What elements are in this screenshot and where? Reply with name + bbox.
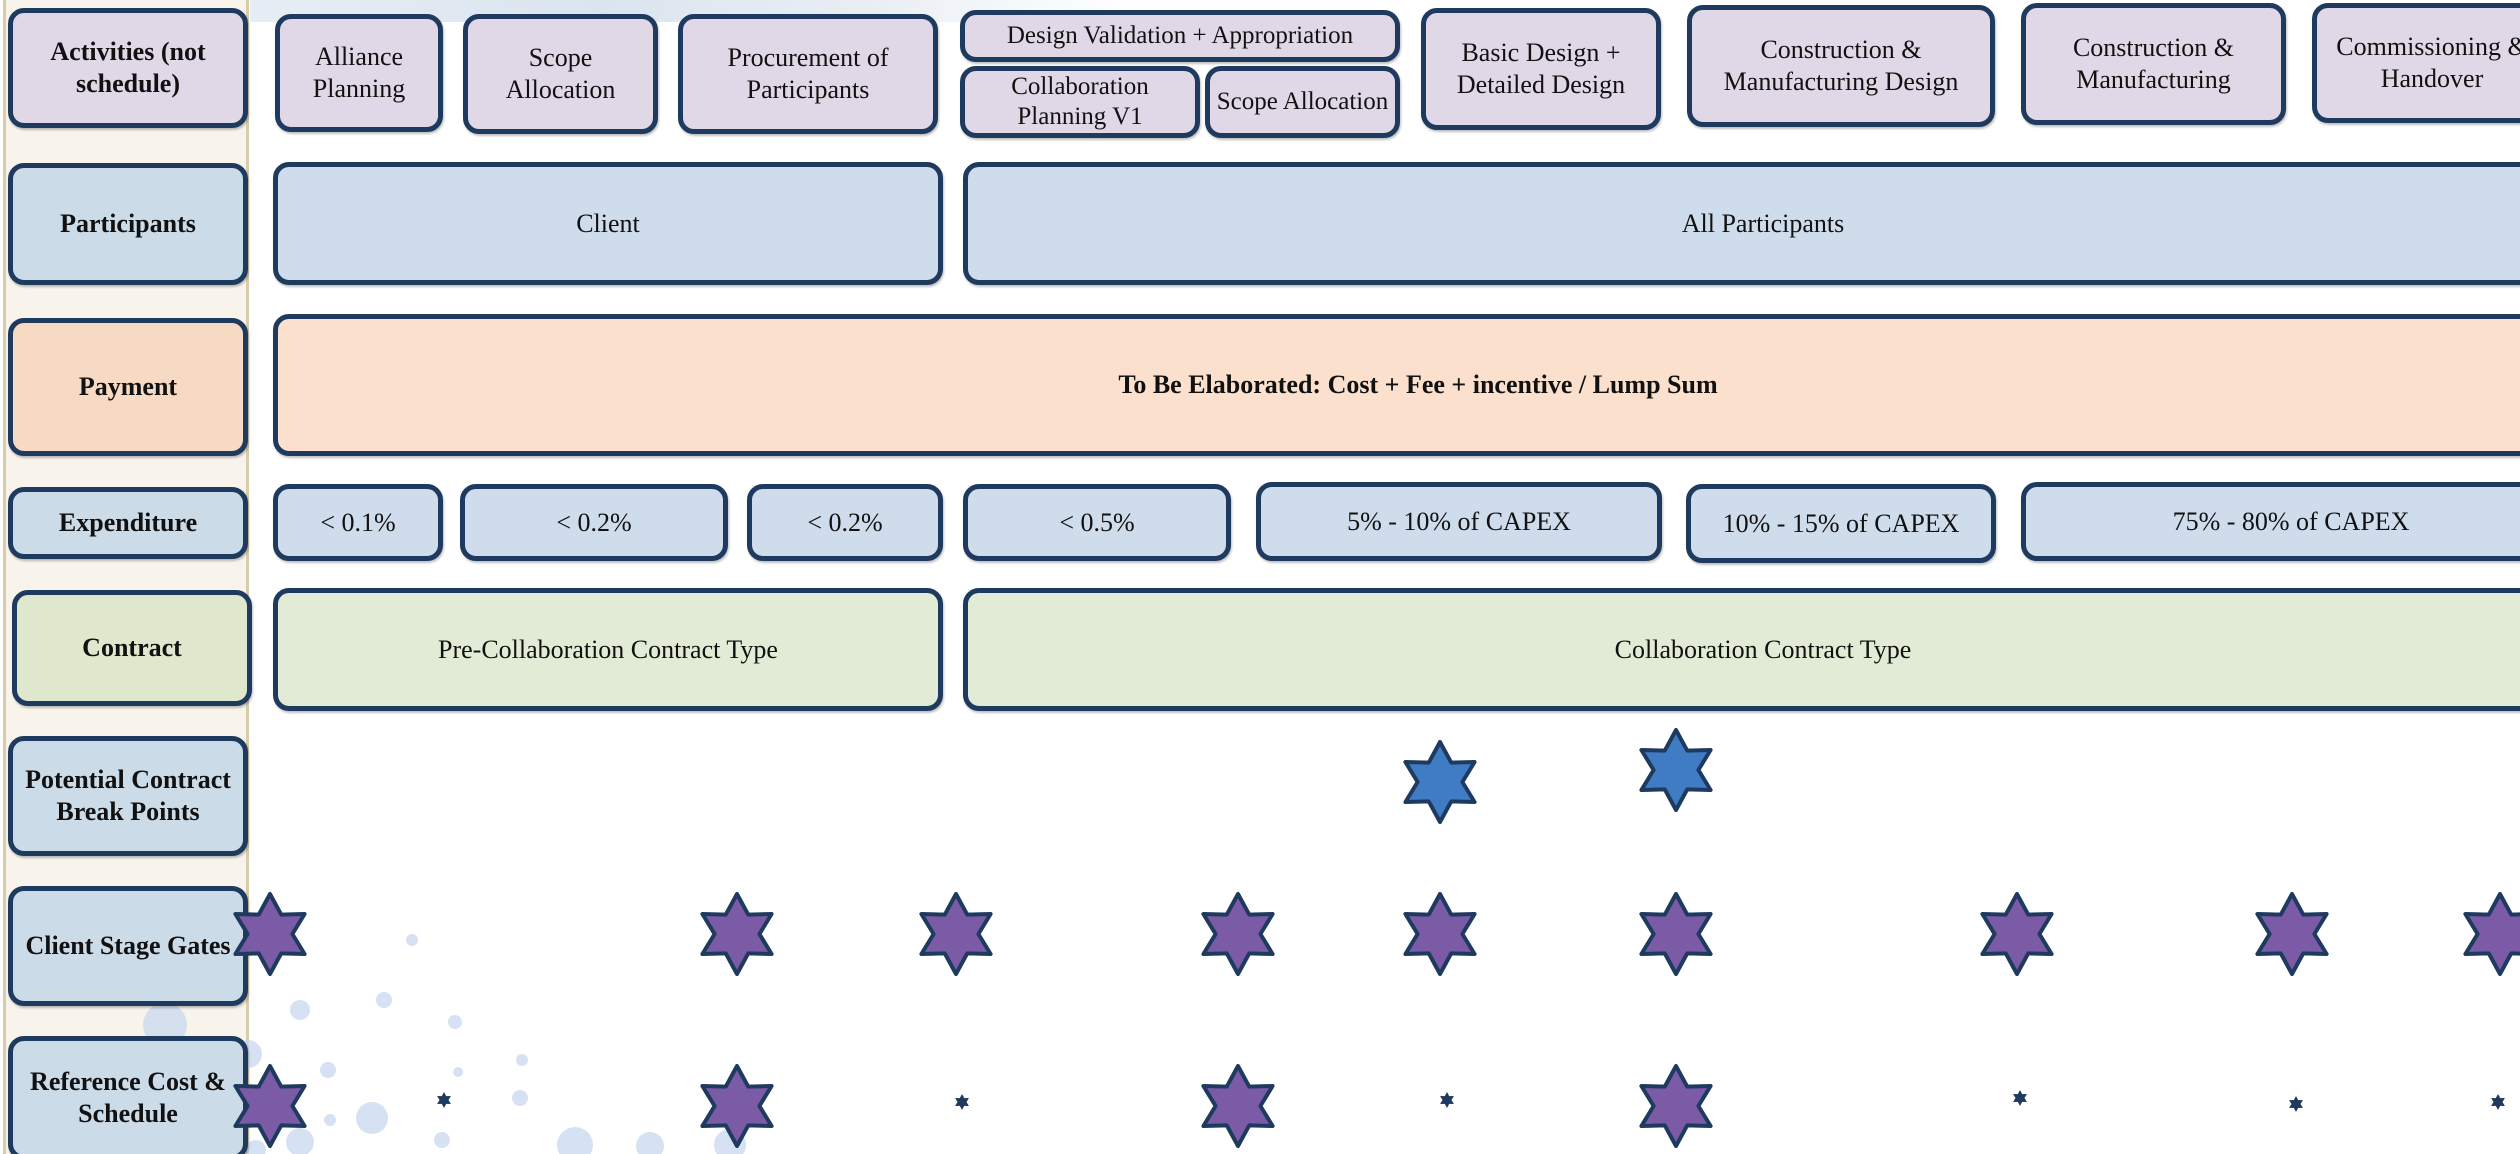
- row-label-break-points: Potential Contract Break Points: [8, 736, 248, 856]
- row-label-reference: Reference Cost & Schedule: [8, 1036, 248, 1154]
- row-label-activities: Activities (not schedule): [8, 8, 248, 128]
- reference-star: [1201, 1064, 1275, 1148]
- decorative-bubble: [286, 1128, 314, 1154]
- reference-star: [233, 1064, 307, 1148]
- reference-dot: [1440, 1092, 1454, 1108]
- expenditure-alliance: < 0.1%: [273, 484, 443, 561]
- decorative-bubble: [356, 1102, 388, 1134]
- activity-procurement: Procurement of Participants: [678, 14, 938, 134]
- decorative-bubble: [290, 1000, 310, 1020]
- decorative-bubble: [636, 1132, 664, 1154]
- decorative-bubble: [320, 1062, 336, 1078]
- payment-terms: To Be Elaborated: Cost + Fee + incentive…: [273, 314, 2520, 456]
- reference-dot: [2491, 1094, 2505, 1110]
- stage-gate-star: [1201, 892, 1275, 976]
- reference-dot: [2013, 1090, 2027, 1106]
- expenditure-scope: < 0.2%: [460, 484, 728, 561]
- reference-dot: [955, 1094, 969, 1110]
- activity-construction-design: Construction & Manufacturing Design: [1687, 5, 1995, 127]
- decorative-bubble: [406, 934, 418, 946]
- expenditure-design-validation: < 0.5%: [963, 484, 1231, 561]
- stage-gate-star: [1980, 892, 2054, 976]
- activity-basic-design: Basic Design + Detailed Design: [1421, 8, 1661, 130]
- activity-scope-allocation: Scope Allocation: [463, 14, 658, 134]
- contract-pre-collaboration: Pre-Collaboration Contract Type: [273, 588, 943, 711]
- expenditure-basic-design: 5% - 10% of CAPEX: [1256, 482, 1662, 561]
- break-point-star: [1639, 728, 1713, 812]
- row-label-payment: Payment: [8, 318, 248, 456]
- expenditure-construction: 75% - 80% of CAPEX: [2021, 482, 2520, 561]
- stage-gate-star: [1639, 892, 1713, 976]
- stage-gate-star: [2255, 892, 2329, 976]
- expenditure-construction-design: 10% - 15% of CAPEX: [1686, 484, 1996, 563]
- activity-alliance-planning: Alliance Planning: [275, 14, 443, 132]
- decorative-bubble: [557, 1127, 593, 1154]
- decorative-bubble: [246, 1140, 266, 1154]
- activity-scope-allocation-2: Scope Allocation: [1205, 66, 1400, 138]
- row-label-stage-gates: Client Stage Gates: [8, 886, 248, 1006]
- reference-dot: [437, 1092, 451, 1108]
- decorative-bubble: [516, 1054, 528, 1066]
- decorative-bubble: [453, 1067, 463, 1077]
- break-point-star: [1403, 740, 1477, 824]
- activity-construction-manufacturing: Construction & Manufacturing: [2021, 3, 2286, 125]
- decorative-bubble: [448, 1015, 462, 1029]
- participants-all: All Participants: [963, 162, 2520, 285]
- activity-design-validation: Design Validation + Appropriation: [960, 10, 1400, 62]
- stage-gate-star: [919, 892, 993, 976]
- expenditure-procurement: < 0.2%: [747, 484, 943, 561]
- stage-gate-star: [1403, 892, 1477, 976]
- stage-gate-star: [700, 892, 774, 976]
- stage-gate-star: [2463, 892, 2520, 976]
- reference-star: [1639, 1064, 1713, 1148]
- row-label-expenditure: Expenditure: [8, 487, 248, 559]
- decorative-bubble: [434, 1132, 450, 1148]
- decorative-bubble: [376, 992, 392, 1008]
- activity-collaboration-planning: Collaboration Planning V1: [960, 66, 1200, 138]
- contract-collaboration: Collaboration Contract Type: [963, 588, 2520, 711]
- stage-gate-star: [233, 892, 307, 976]
- row-label-participants: Participants: [8, 163, 248, 285]
- activity-commissioning: Commissioning & Handover: [2312, 3, 2520, 123]
- participants-client: Client: [273, 162, 943, 285]
- decorative-bubble: [324, 1114, 336, 1126]
- row-label-contract: Contract: [12, 590, 252, 706]
- reference-dot: [2289, 1096, 2303, 1112]
- decorative-bubble: [512, 1090, 528, 1106]
- reference-star: [700, 1064, 774, 1148]
